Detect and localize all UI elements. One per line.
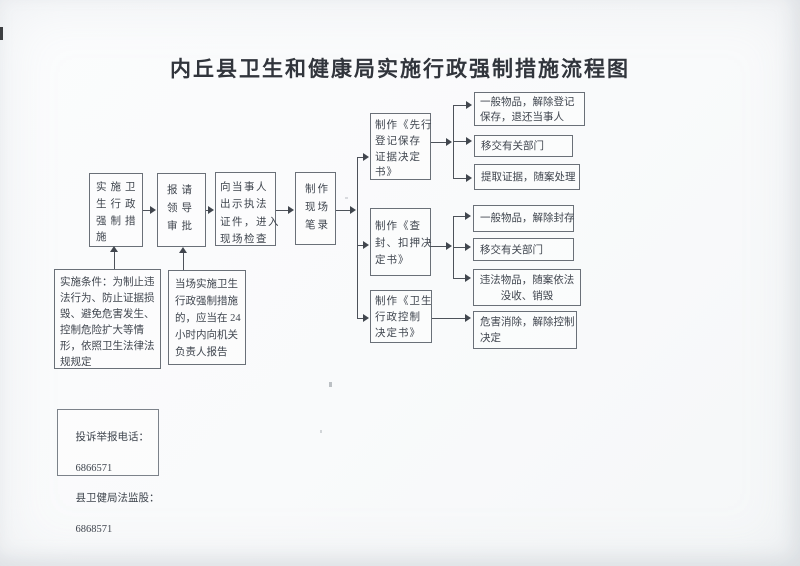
arrow-right-icon bbox=[446, 242, 452, 250]
contact-phone-label: 投诉举报电话： bbox=[75, 432, 150, 444]
connector-record-split bbox=[336, 210, 353, 211]
connector-to-extract-evidence bbox=[453, 178, 467, 179]
connector-to-return-items bbox=[453, 105, 467, 106]
flow-box-implement-measures: 实施卫 生行政 强制措 施 bbox=[89, 173, 143, 247]
connector-split-doc-seal bbox=[357, 245, 364, 246]
arrow-right-icon bbox=[465, 243, 471, 251]
flow-box-request-approval: 报请 领导 审批 bbox=[157, 173, 206, 247]
contact-dept-number: 6868571 bbox=[75, 523, 113, 535]
connector-register-split bbox=[431, 142, 447, 143]
connector-to-transfer-1 bbox=[453, 141, 467, 142]
page-title: 内丘县卫生和健康局实施行政强制措施流程图 bbox=[170, 57, 630, 81]
flow-box-doc-health-control: 制作《卫生 行政控制 决定书》 bbox=[370, 290, 432, 343]
arrow-right-icon bbox=[465, 274, 471, 282]
contact-box: 投诉举报电话： 6866571 县卫健局法监股： 6868571 bbox=[57, 409, 160, 535]
note-box-implementation-conditions: 实施条件：为制止违 法行为、防止证据损 毁、避免危害发生、 控制危险扩大等情 形… bbox=[54, 269, 161, 369]
connector-to-transfer-2 bbox=[453, 247, 466, 248]
outcome-box-extract-evidence: 提取证据，随案处理 bbox=[474, 164, 580, 190]
split-line-docs bbox=[357, 157, 358, 318]
contact-phone-number: 6866571 bbox=[75, 462, 113, 474]
connector-to-release-seal bbox=[453, 216, 466, 217]
outcome-box-lift-control: 危害消除，解除控制 决定 bbox=[473, 311, 577, 349]
arrow-right-icon bbox=[350, 206, 356, 214]
arrow-right-icon bbox=[466, 174, 472, 182]
arrow-right-icon bbox=[288, 206, 294, 214]
arrow-right-icon bbox=[363, 153, 369, 161]
arrow-right-icon bbox=[446, 138, 452, 146]
flow-box-site-record: 制作 现场 笔录 bbox=[295, 172, 336, 245]
contact-dept-label: 县卫健局法监股： bbox=[75, 493, 160, 505]
scan-speck bbox=[345, 197, 348, 199]
arrow-right-icon bbox=[363, 241, 369, 249]
flow-box-doc-register-preserve: 制作《先行 登记保存 证据决定 书》 bbox=[370, 113, 432, 180]
scan-speck bbox=[320, 430, 322, 433]
connector-report-note bbox=[183, 253, 184, 270]
scan-speck bbox=[329, 382, 332, 387]
outcome-box-return-items: 一般物品，解除登记 保存，退还当事人 bbox=[474, 92, 585, 126]
arrow-right-icon bbox=[465, 212, 471, 220]
flow-box-doc-seal-seize: 制作《查 封、扣押决 定书》 bbox=[370, 208, 432, 276]
connector-split-doc-control bbox=[357, 318, 364, 319]
arrow-right-icon bbox=[208, 206, 214, 214]
flow-box-show-credentials: 向当事人 出示执法 证件，进入 现场检查 bbox=[215, 172, 279, 246]
arrow-right-icon bbox=[363, 314, 369, 322]
outcome-box-confiscate-destroy: 违法物品，随案依法 没收、销毁 bbox=[473, 269, 581, 306]
outcome-box-release-seal: 一般物品，解除封存 bbox=[473, 205, 575, 232]
connector-seal-split bbox=[431, 246, 447, 247]
arrow-right-icon bbox=[466, 137, 472, 145]
arrow-right-icon bbox=[465, 314, 471, 322]
arrow-up-icon bbox=[110, 246, 118, 252]
scan-edge-mark bbox=[0, 27, 3, 40]
connector-implement-approval bbox=[143, 210, 152, 211]
connector-condition-note bbox=[114, 252, 115, 269]
arrow-up-icon bbox=[179, 247, 187, 253]
arrow-right-icon bbox=[466, 101, 472, 109]
outcome-box-transfer-dept-2: 移交有关部门 bbox=[473, 238, 574, 261]
note-box-report-24h: 当场实施卫生 行政强制措施 的，应当在 24 小时内向机关 负责人报告 bbox=[168, 270, 246, 365]
connector-split-doc-register bbox=[357, 157, 364, 158]
connector-to-confiscate bbox=[453, 278, 466, 279]
arrow-right-icon bbox=[150, 206, 156, 214]
split-line-register-outcomes bbox=[453, 105, 454, 179]
connector-credentials-record bbox=[276, 210, 290, 211]
outcome-box-transfer-dept-1: 移交有关部门 bbox=[474, 135, 573, 157]
connector-control-outcome bbox=[432, 318, 466, 319]
